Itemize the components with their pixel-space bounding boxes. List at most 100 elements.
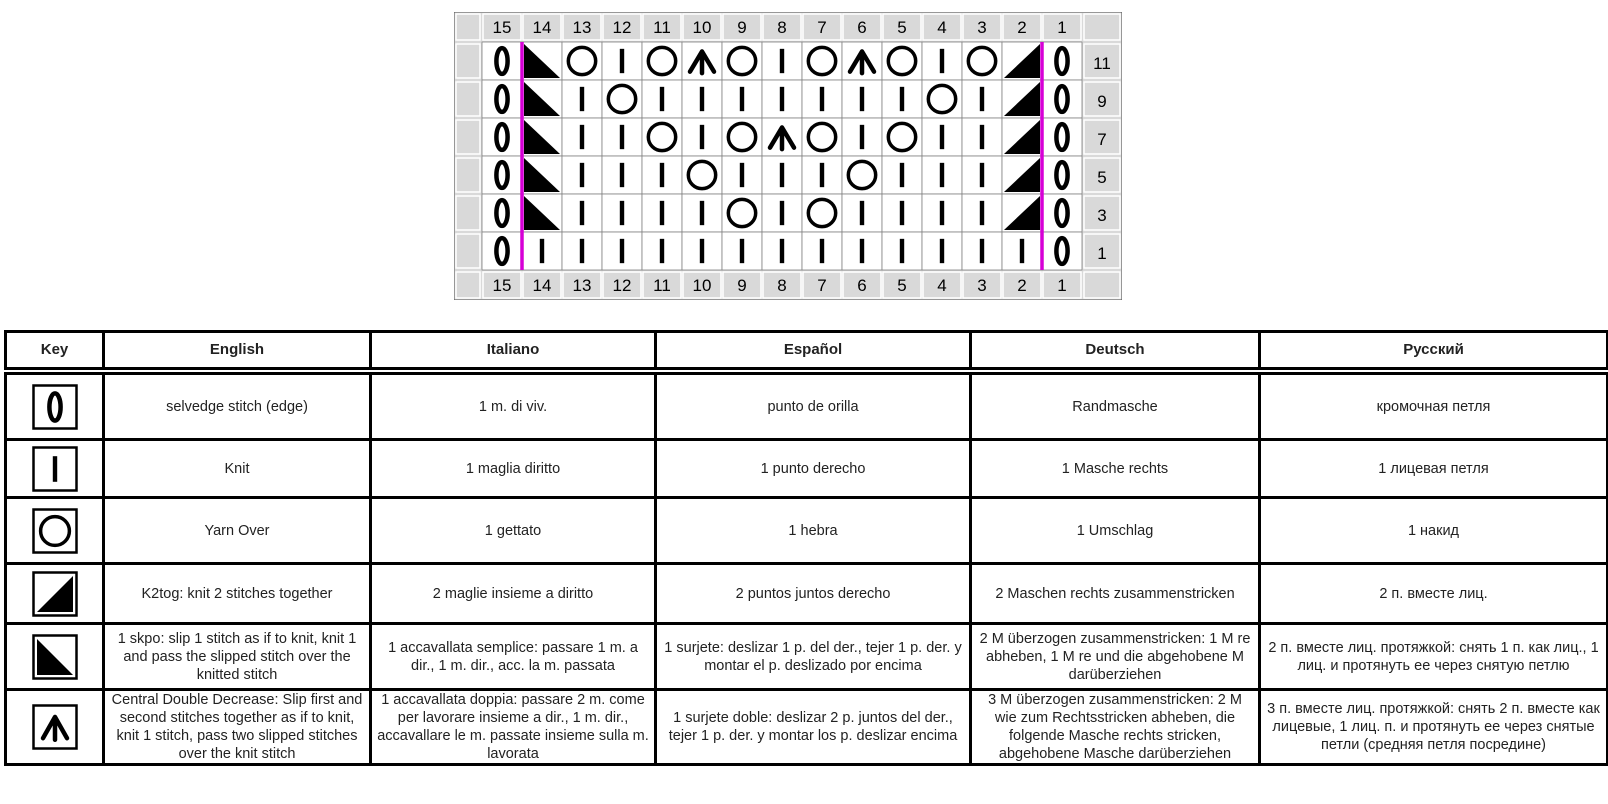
legend-it-text: 1 m. di viv. — [369, 372, 657, 441]
skpo-symbol — [524, 196, 560, 230]
knit-symbol — [899, 200, 905, 226]
legend-row: Central Double Decrease: Slip first and … — [4, 688, 1608, 766]
column-number-top: 7 — [817, 18, 826, 37]
legend-es-text: 1 surjete doble: deslizar 2 p. juntos de… — [654, 688, 972, 766]
chart-cell — [961, 79, 1003, 119]
chart-side-cell — [455, 43, 481, 79]
legend-es-text: punto de orilla — [654, 372, 972, 441]
knit-symbol — [979, 124, 985, 150]
spacer-cell — [1259, 367, 1608, 375]
column-number-cell — [842, 271, 882, 299]
column-number-bottom: 11 — [653, 276, 671, 295]
column-number-cell — [1042, 13, 1082, 41]
column-number-cell — [842, 13, 882, 41]
row-number: 9 — [1097, 92, 1106, 111]
row-number: 3 — [1097, 206, 1106, 225]
knit-symbol — [899, 238, 905, 264]
column-number-bottom: 3 — [977, 276, 986, 295]
knit-symbol — [579, 124, 585, 150]
legend-en-text: Yarn Over — [102, 496, 372, 565]
column-number-top: 9 — [737, 18, 746, 37]
column-number-top: 14 — [533, 18, 552, 37]
column-number-bottom: 5 — [897, 276, 906, 295]
row-number-cell — [1083, 119, 1121, 155]
legend-es-text: 2 puntos juntos derecho — [654, 562, 972, 625]
column-number-cell — [802, 271, 842, 299]
column-number-top: 12 — [613, 18, 632, 37]
legend-en-text: Knit — [102, 438, 372, 499]
knit-symbol — [659, 238, 665, 264]
row-number: 11 — [1093, 54, 1111, 73]
legend-key-cell — [4, 438, 105, 499]
knit-symbol — [539, 238, 545, 264]
header-russian: Русский — [1258, 330, 1608, 370]
yarn-over-symbol — [566, 45, 598, 77]
legend-key-cell — [4, 562, 105, 625]
legend-ru-text: 1 лицевая петля — [1258, 438, 1608, 499]
knit-symbol — [779, 200, 785, 226]
yarn-over-symbol — [966, 45, 998, 77]
knit-symbol — [739, 86, 745, 112]
header-italiano: Italiano — [369, 330, 657, 370]
knit-symbol — [52, 455, 57, 482]
row-number-cell — [1083, 157, 1121, 193]
yarn-over-symbol — [606, 83, 638, 115]
column-number-bottom: 2 — [1017, 276, 1026, 295]
central-double-decrease-symbol — [847, 49, 877, 76]
yarn-over-symbol — [886, 45, 918, 77]
knit-symbol — [979, 86, 985, 112]
skpo-symbol — [524, 158, 560, 192]
knit-symbol — [819, 162, 825, 188]
row-number: 1 — [1097, 244, 1106, 263]
column-number-cell — [522, 271, 562, 299]
row-number-cell — [1083, 43, 1121, 79]
yarn-over-symbol — [646, 45, 678, 77]
column-number-bottom: 1 — [1057, 276, 1066, 295]
selvedge-symbol — [494, 83, 510, 115]
column-number-top: 10 — [693, 18, 712, 37]
legend-it-text: 1 accavallata doppia: passare 2 m. come … — [369, 688, 657, 766]
knit-symbol — [979, 238, 985, 264]
knit-symbol — [739, 162, 745, 188]
legend-es-text: 1 punto derecho — [654, 438, 972, 499]
column-number-bottom: 14 — [533, 276, 552, 295]
spacer-cell — [970, 367, 1260, 375]
legend-de-text: 2 Maschen rechts zusammenstricken — [969, 562, 1261, 625]
knit-symbol — [939, 238, 945, 264]
knit-symbol — [699, 238, 705, 264]
knit-symbol — [619, 200, 625, 226]
knit-symbol — [1019, 238, 1025, 264]
legend-es-text: 1 hebra — [654, 496, 972, 565]
legend-ru-text: 3 п. вместе лиц. протяжкой: снять 2 п. в… — [1258, 688, 1608, 766]
selvedge-symbol — [46, 390, 63, 423]
column-number-cell — [642, 271, 682, 299]
column-number-top: 2 — [1017, 18, 1026, 37]
header-espanol: Español — [654, 330, 972, 370]
column-number-top: 1 — [1057, 18, 1066, 37]
column-number-cell — [642, 13, 682, 41]
column-number-cell — [922, 13, 962, 41]
chart-corner-cell — [455, 13, 481, 41]
knit-symbol — [579, 86, 585, 112]
column-number-bottom: 8 — [777, 276, 786, 295]
knit-symbol — [579, 162, 585, 188]
legend-row: selvedge stitch (edge)1 m. di viv.punto … — [4, 372, 1608, 441]
chart-side-cell — [455, 157, 481, 193]
selvedge-symbol — [1054, 121, 1070, 153]
legend-key-cell — [4, 688, 105, 766]
column-number-bottom: 13 — [573, 276, 592, 295]
knit-symbol — [859, 86, 865, 112]
column-number-cell — [482, 13, 522, 41]
column-number-cell — [762, 13, 802, 41]
skpo-symbol — [36, 638, 73, 675]
knit-symbol — [779, 86, 785, 112]
legend-en-text: Central Double Decrease: Slip first and … — [102, 688, 372, 766]
column-number-cell — [602, 13, 642, 41]
row-number-cell — [1083, 195, 1121, 231]
legend-it-text: 1 accavallata semplice: passare 1 m. a d… — [369, 622, 657, 691]
central-double-decrease-symbol — [767, 125, 797, 152]
legend-de-text: 3 M überzogen zusammenstricken: 2 M wie … — [969, 688, 1261, 766]
legend-it-text: 2 maglie insieme a diritto — [369, 562, 657, 625]
column-number-cell — [522, 13, 562, 41]
